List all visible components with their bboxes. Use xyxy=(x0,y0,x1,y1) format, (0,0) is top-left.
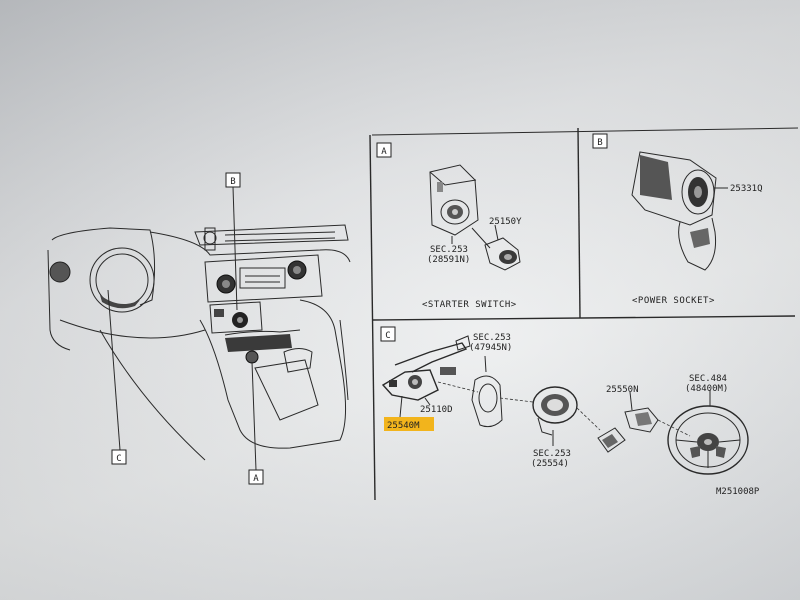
svg-text:<POWER SOCKET>: <POWER SOCKET> xyxy=(632,296,715,306)
callout-b: B xyxy=(225,172,241,311)
starter-ring-25150y xyxy=(471,224,521,271)
panel-b: B 25331Q <POWER SOCKET> xyxy=(592,133,763,306)
svg-text:B: B xyxy=(230,177,235,187)
dashboard-illustration xyxy=(47,224,351,461)
svg-text:(48400M): (48400M) xyxy=(685,384,728,394)
starter-switch-housing xyxy=(429,164,479,236)
clock-spring-cover xyxy=(471,375,503,428)
svg-text:SEC.253: SEC.253 xyxy=(473,333,511,343)
svg-text:A: A xyxy=(253,474,259,484)
svg-text:(47945N): (47945N) xyxy=(469,343,512,353)
svg-text:(28591N): (28591N) xyxy=(427,255,470,265)
spiral-cable xyxy=(532,386,578,436)
power-socket-unit xyxy=(631,151,728,271)
svg-text:SEC.253: SEC.253 xyxy=(430,245,468,255)
svg-text:C: C xyxy=(385,331,390,341)
svg-text:25110D: 25110D xyxy=(420,405,453,415)
panel-a: A 25150Y SEC.253 (28591N) <STARTER SWITC… xyxy=(376,142,522,310)
svg-text:C: C xyxy=(116,454,121,464)
part-highlight xyxy=(384,417,434,431)
svg-text:<STARTER SWITCH>: <STARTER SWITCH> xyxy=(422,300,517,310)
combination-switch xyxy=(381,335,471,406)
steering-wheel xyxy=(667,405,749,475)
svg-text:25150Y: 25150Y xyxy=(489,217,522,227)
svg-text:B: B xyxy=(597,138,602,148)
callout-a: A xyxy=(248,361,264,485)
svg-text:25331Q: 25331Q xyxy=(730,184,763,194)
panel-frame xyxy=(369,127,799,501)
svg-text:A: A xyxy=(381,147,387,157)
steering-switch-trim xyxy=(597,407,659,453)
svg-text:SEC.484: SEC.484 xyxy=(689,374,727,384)
diagram-code: M251008P xyxy=(716,487,760,497)
callout-c: C xyxy=(107,289,127,465)
svg-text:25550N: 25550N xyxy=(606,385,639,395)
svg-text:SEC.253: SEC.253 xyxy=(533,449,571,459)
svg-text:25540M: 25540M xyxy=(387,421,420,431)
svg-text:(25554): (25554) xyxy=(531,459,569,469)
panel-c: C 25110D 25540M SEC.253 (47945N) xyxy=(380,326,749,475)
